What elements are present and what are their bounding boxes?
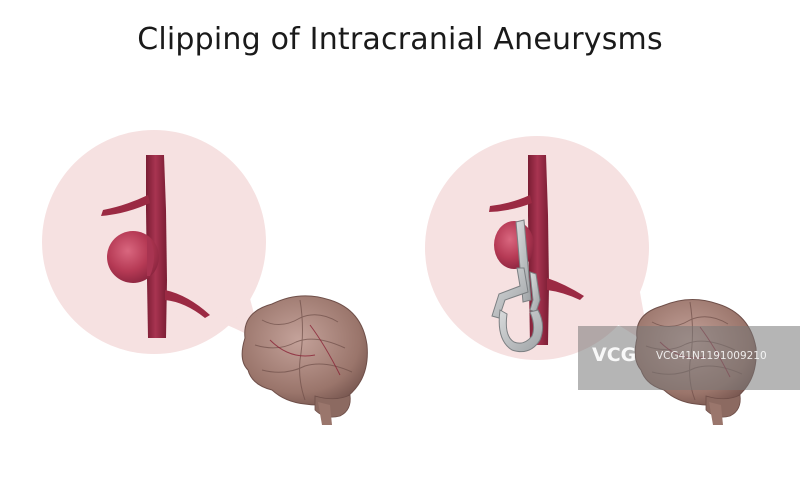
watermark-id: VCG41N1191009210 (656, 350, 767, 362)
clip-spring-loop (498, 309, 544, 353)
right-upper-branch (489, 195, 532, 212)
left-brain-stem (318, 402, 332, 425)
left-brain-cerebrum (241, 295, 368, 406)
left-lower-branch (165, 290, 210, 318)
left-panel (42, 130, 266, 354)
diagram-title: Clipping of Intracranial Aneurysms (137, 22, 663, 57)
left-aneurysm-neck (147, 238, 154, 276)
left-aneurysm (107, 231, 159, 283)
watermark-overlay: VCG VCG41N1191009210 (578, 326, 800, 390)
right-brain-stem (709, 402, 723, 425)
surgical-clip-icon (491, 219, 544, 353)
right-panel (425, 136, 650, 360)
watermark-logo: VCG (592, 344, 637, 366)
right-lower-branch (547, 278, 584, 300)
left-brain (241, 295, 368, 425)
left-upper-branch (101, 195, 150, 216)
